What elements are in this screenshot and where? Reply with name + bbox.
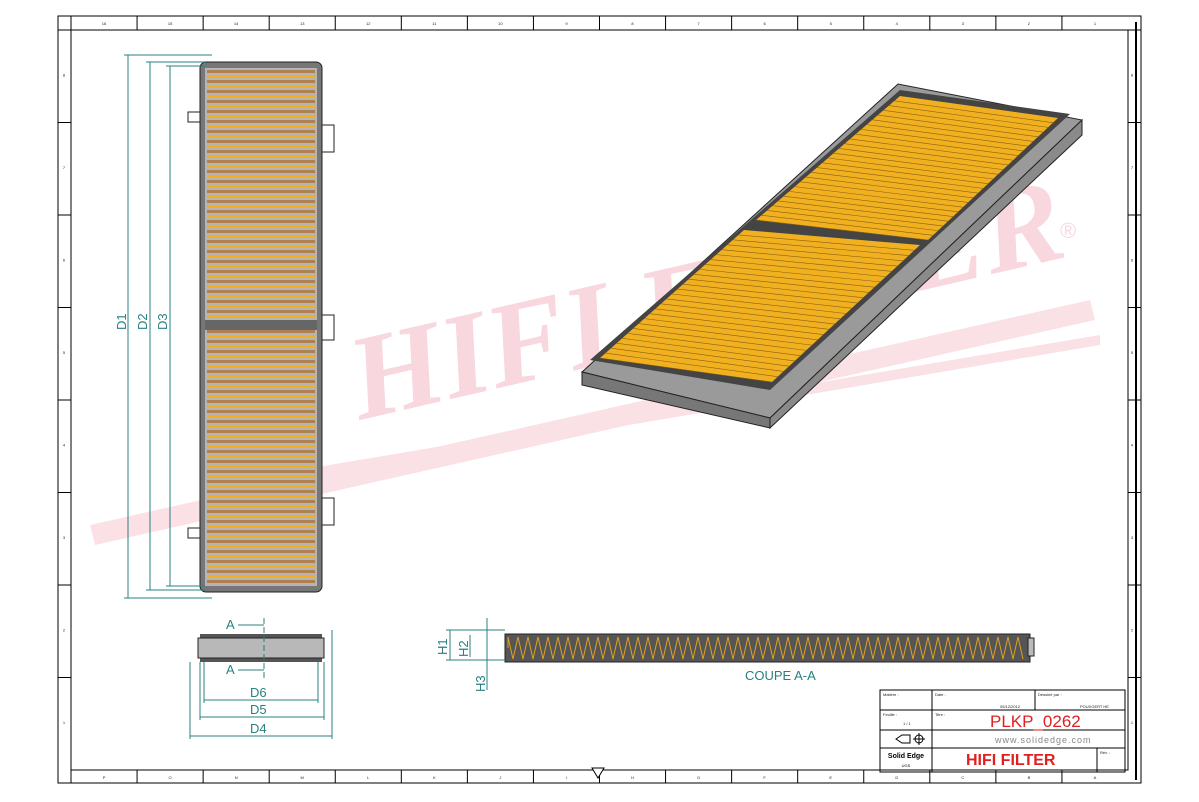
border-letter: G: [697, 775, 700, 780]
dim-d3: D3: [155, 313, 170, 330]
watermark-registered: ®: [1060, 218, 1076, 243]
border-letter: E: [829, 775, 832, 780]
border-side-number: 6: [63, 257, 66, 262]
border-letter: A: [1094, 775, 1097, 780]
side-view: [197, 618, 325, 680]
border-number: 12: [366, 21, 371, 26]
border-side-number: 8: [1131, 72, 1134, 77]
section-mark-bottom: A: [226, 662, 235, 677]
section-mark-top: A: [226, 617, 235, 632]
material-label: Matière :: [883, 692, 899, 697]
designer-label: Dessiné par :: [1038, 692, 1062, 697]
date-value: 05/12/2012: [1000, 704, 1021, 709]
border-number: 6: [764, 21, 767, 26]
sheet-label: Feuille :: [883, 712, 897, 717]
dim-h2: H2: [456, 640, 471, 657]
border-side-number: 8: [63, 72, 66, 77]
dim-d4: D4: [250, 721, 267, 736]
title-label: Titre :: [935, 712, 945, 717]
border-side-number: 4: [63, 442, 66, 447]
drawing-title: PLKP_0262: [990, 712, 1081, 731]
title-block: [879, 689, 1126, 773]
border-side-number: 2: [63, 627, 66, 632]
dim-h1: H1: [435, 638, 450, 655]
website: www.solidedge.com: [994, 735, 1092, 745]
border-number: 9: [565, 21, 568, 26]
border-number: 5: [830, 21, 833, 26]
side-view-dimensions: [189, 624, 333, 739]
border-letter: N: [235, 775, 238, 780]
isometric-view: [580, 83, 1084, 430]
border-letter: M: [301, 775, 304, 780]
front-view-dimensions: [124, 54, 212, 599]
border-side-number: 6: [1131, 257, 1134, 262]
border-number: 4: [896, 21, 899, 26]
section-view: [504, 633, 1035, 663]
sheet-value: 1 / 1: [903, 721, 912, 726]
border-letter: D: [895, 775, 898, 780]
designer-value: POUXGERT HE: [1080, 704, 1109, 709]
rev-label: Rév. :: [1100, 750, 1110, 755]
border-number: 14: [234, 21, 239, 26]
border-side-number: 1: [1131, 720, 1134, 725]
border-letter: P: [103, 775, 106, 780]
center-mark-icon: [591, 767, 605, 779]
border-number: 11: [432, 21, 437, 26]
border-side-number: 1: [63, 720, 66, 725]
border-letter: K: [433, 775, 436, 780]
border-side-number: 7: [1131, 165, 1134, 170]
border-number: 16: [102, 21, 107, 26]
front-view: [187, 61, 335, 593]
date-label: Date :: [935, 692, 946, 697]
border-letter: H: [631, 775, 634, 780]
border-number: 3: [962, 21, 965, 26]
dim-d5: D5: [250, 702, 267, 717]
projection-symbol-icon: [895, 733, 925, 745]
border-number: 8: [631, 21, 634, 26]
border-number: 15: [168, 21, 173, 26]
border-letter: L: [367, 775, 370, 780]
software-name: Solid Edge: [888, 753, 924, 760]
dim-h3: H3: [473, 675, 488, 692]
border-number: 2: [1028, 21, 1031, 26]
border-letter: F: [763, 775, 766, 780]
border-letter: J: [499, 775, 501, 780]
border-number: 13: [300, 21, 305, 26]
border-side-number: 7: [63, 165, 66, 170]
border-side-number: 2: [1131, 627, 1134, 632]
border-letter: O: [169, 775, 172, 780]
border-side-number: 3: [1131, 535, 1134, 540]
border-zone-ticks: 16P15O14N13M12L11K10J9I8H7G6F5E4D3C2B1A8…: [58, 16, 1141, 783]
company-name: HIFI FILTER: [966, 752, 1056, 769]
section-label: COUPE A-A: [745, 668, 816, 683]
section-dimensions: [446, 618, 505, 690]
border-side-number: 3: [63, 535, 66, 540]
border-letter: I: [566, 775, 567, 780]
border-number: 10: [498, 21, 503, 26]
dim-d2: D2: [135, 313, 150, 330]
border-side-number: 5: [1131, 350, 1134, 355]
border-number: 1: [1094, 21, 1097, 26]
software-sub: UGS: [902, 763, 911, 768]
border-number: 7: [697, 21, 700, 26]
border-side-number: 4: [1131, 442, 1134, 447]
border-side-number: 5: [63, 350, 66, 355]
border-letter: B: [1028, 775, 1031, 780]
dim-d6: D6: [250, 685, 267, 700]
dim-d1: D1: [114, 313, 129, 330]
border-letter: C: [961, 775, 964, 780]
pleat-panel-1: [600, 230, 920, 382]
